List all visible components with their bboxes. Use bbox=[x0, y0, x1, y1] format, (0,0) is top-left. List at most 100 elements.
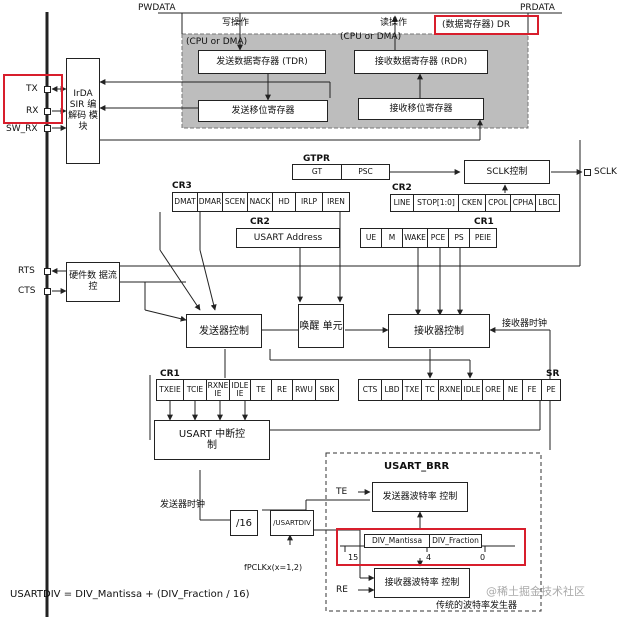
tx-pin bbox=[44, 86, 51, 93]
bit0-label: 0 bbox=[480, 553, 486, 562]
dr-label: (数据寄存器) DR bbox=[442, 20, 511, 30]
cr1-top-bit: PCE bbox=[427, 228, 449, 248]
cr1-bit: RXNE IE bbox=[206, 379, 230, 401]
cr1-top-bit: UE bbox=[360, 228, 382, 248]
bit4-label: 4 bbox=[426, 553, 432, 562]
re-label: RE bbox=[336, 585, 348, 595]
cr2-bit: CPHA bbox=[510, 194, 536, 212]
cr1-bottom-title: CR1 bbox=[160, 369, 180, 379]
sr-bit: ORE bbox=[482, 379, 504, 401]
sr-bit: TXE bbox=[402, 379, 422, 401]
cr3-register: DMAT DMAR SCEN NACK HD IRLP IREN bbox=[172, 192, 364, 212]
sr-bit: FE bbox=[522, 379, 542, 401]
sr-bit: CTS bbox=[358, 379, 382, 401]
gtpr-psc: PSC bbox=[341, 164, 390, 180]
tx-rx-highlight bbox=[3, 74, 63, 124]
rx-baud-block: 接收器波特率 控制 bbox=[374, 568, 470, 598]
prdata-label: PRDATA bbox=[520, 3, 555, 13]
sr-bit: NE bbox=[503, 379, 523, 401]
cr3-bit: SCEN bbox=[222, 192, 248, 212]
sr-bit: TC bbox=[421, 379, 439, 401]
usartdiv-formula: USARTDIV = DIV_Mantissa + (DIV_Fraction … bbox=[10, 589, 250, 600]
sw-rx-pin-label: SW_RX bbox=[6, 124, 38, 134]
tx-pin-label: TX bbox=[26, 84, 38, 94]
legacy-baud-label: 传统的波特率发生器 bbox=[436, 601, 518, 611]
gtpr-title: GTPR bbox=[303, 154, 330, 164]
cr2-addr-title: CR2 bbox=[250, 217, 270, 227]
wakeup-block: 唤醒 单元 bbox=[298, 304, 344, 348]
tx-baud-block: 发送器波特率 控制 bbox=[372, 482, 468, 512]
sclk-ctrl-block: SCLK控制 bbox=[464, 160, 550, 184]
usart-address-block: USART Address bbox=[236, 228, 340, 248]
te-label: TE bbox=[336, 487, 348, 497]
div-mantissa: DIV_Mantissa bbox=[364, 534, 430, 548]
usart-int-block: USART 中断控制 bbox=[154, 420, 270, 460]
rx-shift-block: 接收移位寄存器 bbox=[358, 98, 484, 120]
cts-pin bbox=[44, 288, 51, 295]
sclk-pin bbox=[584, 169, 591, 176]
watermark: @稀土掘金技术社区 bbox=[486, 585, 585, 598]
tx-shift-block: 发送移位寄存器 bbox=[198, 100, 328, 122]
dr-highlight bbox=[434, 15, 539, 35]
cr2-bit: LINE bbox=[390, 194, 414, 212]
cr1-top-bit: M bbox=[381, 228, 403, 248]
pwdata-label: PWDATA bbox=[138, 3, 176, 13]
usart-brr-title: USART_BRR bbox=[384, 461, 450, 472]
write-op-sub: (CPU or DMA) bbox=[186, 37, 248, 47]
cr2-bit: LBCL bbox=[535, 194, 560, 212]
cr3-title: CR3 bbox=[172, 181, 192, 191]
cr1-register: TXEIE TCIE RXNE IE IDLE IE TE RE RWU SBK bbox=[156, 379, 346, 401]
rts-pin bbox=[44, 268, 51, 275]
sr-bit: RXNE bbox=[438, 379, 462, 401]
rx-pin-label: RX bbox=[26, 106, 39, 116]
tdr-block: 发送数据寄存器 (TDR) bbox=[198, 50, 326, 74]
cr1-bit: TXEIE bbox=[156, 379, 184, 401]
cr1-top-register: UE M WAKE PCE PS PEIE bbox=[360, 228, 498, 248]
irda-block: IrDA SIR 编解码 模块 bbox=[66, 58, 100, 164]
cr2-register: LINE STOP[1:0] CKEN CPOL CPHA LBCL bbox=[390, 194, 564, 212]
cr1-top-bit: PEIE bbox=[469, 228, 497, 248]
cr1-bit: RE bbox=[271, 379, 293, 401]
sr-bit: IDLE bbox=[461, 379, 483, 401]
div-fraction: DIV_Fraction bbox=[429, 534, 482, 548]
cr3-bit: DMAT bbox=[172, 192, 198, 212]
brr-register: DIV_Mantissa DIV_Fraction bbox=[364, 534, 482, 548]
usartdiv-block: /USARTDIV bbox=[270, 510, 314, 536]
sw-rx-pin bbox=[44, 125, 51, 132]
cr1-bit: SBK bbox=[315, 379, 339, 401]
cr1-bit: TCIE bbox=[183, 379, 207, 401]
cr1-top-bit: PS bbox=[448, 228, 470, 248]
cr3-bit: NACK bbox=[247, 192, 273, 212]
rx-ctrl-block: 接收器控制 bbox=[388, 314, 490, 348]
hw-flow-block: 硬件数 据流控 bbox=[66, 262, 120, 302]
write-op-label: 写操作 bbox=[222, 18, 250, 28]
cr1-bit: IDLE IE bbox=[229, 379, 251, 401]
cr3-bit: HD bbox=[272, 192, 296, 212]
cr2-bit: STOP[1:0] bbox=[413, 194, 459, 212]
brr-highlight bbox=[336, 528, 526, 566]
tx-clock-label: 发送器时钟 bbox=[160, 500, 206, 510]
gtpr-register: GT PSC bbox=[292, 164, 390, 180]
rx-pin bbox=[44, 108, 51, 115]
gtpr-gt: GT bbox=[292, 164, 342, 180]
cr2-bit: CPOL bbox=[485, 194, 511, 212]
sr-bit: LBD bbox=[381, 379, 403, 401]
cts-pin-label: CTS bbox=[18, 286, 36, 296]
cr3-bit: DMAR bbox=[197, 192, 223, 212]
sclk-pin-label: SCLK bbox=[594, 167, 617, 177]
sr-title: SR bbox=[546, 369, 560, 379]
div16-block: /16 bbox=[230, 510, 258, 536]
bit15-label: 15 bbox=[348, 553, 359, 562]
cr1-top-bit: WAKE bbox=[402, 228, 428, 248]
cr3-bit: IREN bbox=[322, 192, 350, 212]
read-op-label: 读操作 bbox=[380, 18, 408, 28]
rx-clock-label: 接收器时钟 bbox=[502, 319, 548, 329]
fpclk-label: fPCLKx(x=1,2) bbox=[244, 563, 303, 572]
tx-ctrl-block: 发送器控制 bbox=[186, 314, 262, 348]
cr1-bit: TE bbox=[250, 379, 272, 401]
cr3-bit: IRLP bbox=[295, 192, 323, 212]
rts-pin-label: RTS bbox=[18, 266, 35, 276]
read-op-sub: (CPU or DMA) bbox=[340, 32, 402, 42]
cr2-top-title: CR2 bbox=[392, 183, 412, 193]
